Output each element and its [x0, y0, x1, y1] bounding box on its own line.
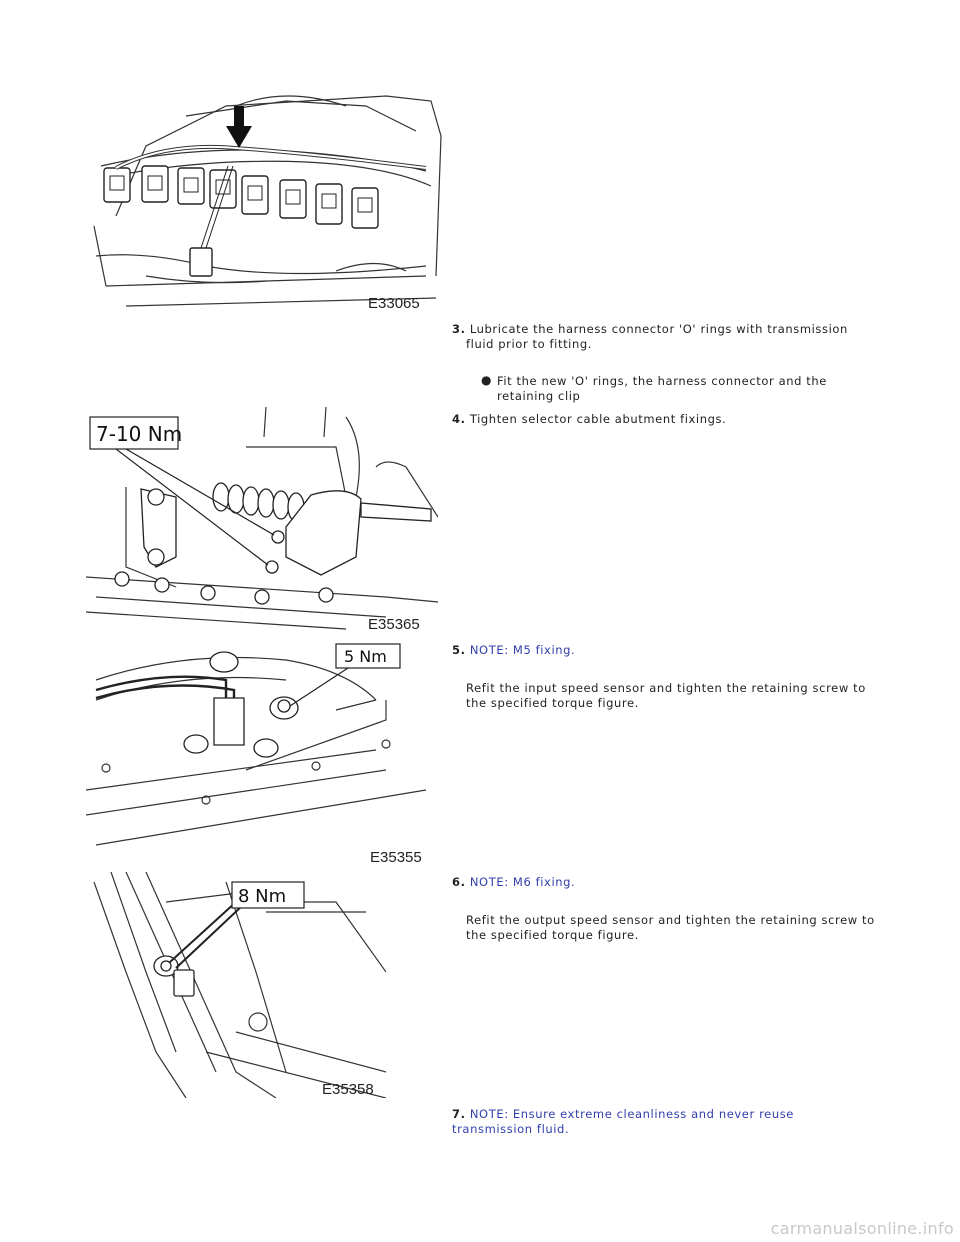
step-text-continued: fluid prior to fitting.	[466, 337, 593, 351]
figure-output-speed-sensor: 8 Nm E35358	[86, 872, 386, 1098]
note-text-continued: transmission fluid.	[452, 1122, 570, 1136]
step-number: 3.	[452, 322, 466, 336]
note-text: NOTE: M5 fixing.	[469, 643, 576, 657]
step-4: 4. Tighten selector cable abutment fixin…	[452, 412, 726, 427]
figure-harness-connectors: E33065	[86, 76, 448, 316]
note-text: NOTE: Ensure extreme cleanliness and nev…	[469, 1107, 794, 1121]
note-text: NOTE: M6 fixing.	[469, 875, 576, 889]
step-text-continued: the specified torque figure.	[466, 928, 639, 942]
torque-label: 7-10 Nm	[96, 422, 182, 446]
figure-selector-cable: 7-10 Nm E35365	[86, 407, 438, 633]
torque-label: 5 Nm	[344, 647, 387, 666]
step-6-text: Refit the output speed sensor and tighte…	[466, 913, 875, 943]
step-text: Lubricate the harness connector 'O' ring…	[469, 322, 848, 336]
step-text: Refit the output speed sensor and tighte…	[466, 913, 875, 927]
bullet-icon: ●	[481, 373, 492, 387]
figure-id-label: E35355	[370, 849, 422, 866]
step-3-bullet: Fit the new 'O' rings, the harness conne…	[497, 374, 827, 404]
step-text: Refit the input speed sensor and tighten…	[466, 681, 866, 695]
step-text: Tighten selector cable abutment fixings.	[469, 412, 727, 426]
step-number: 4.	[452, 412, 466, 426]
figure-input-speed-sensor: 5 Nm E35355	[86, 640, 426, 866]
step-number: 5.	[452, 643, 466, 657]
step-number: 6.	[452, 875, 466, 889]
step-number: 7.	[452, 1107, 466, 1121]
step-text-continued: the specified torque figure.	[466, 696, 639, 710]
figure-id-label: E33065	[368, 295, 420, 312]
torque-label: 8 Nm	[238, 886, 286, 907]
figure-id-label: E35365	[368, 616, 420, 633]
bullet-text: Fit the new 'O' rings, the harness conne…	[497, 374, 827, 388]
step-6-note: 6. NOTE: M6 fixing.	[452, 875, 575, 890]
step-5-note: 5. NOTE: M5 fixing.	[452, 643, 575, 658]
figure-id-label: E35358	[322, 1081, 374, 1098]
step-3: 3. Lubricate the harness connector 'O' r…	[452, 322, 848, 352]
step-7-note: 7. NOTE: Ensure extreme cleanliness and …	[452, 1107, 794, 1137]
bullet-text-continued: retaining clip	[497, 389, 581, 403]
watermark: carmanualsonline.info	[770, 1219, 954, 1238]
step-5-text: Refit the input speed sensor and tighten…	[466, 681, 866, 711]
